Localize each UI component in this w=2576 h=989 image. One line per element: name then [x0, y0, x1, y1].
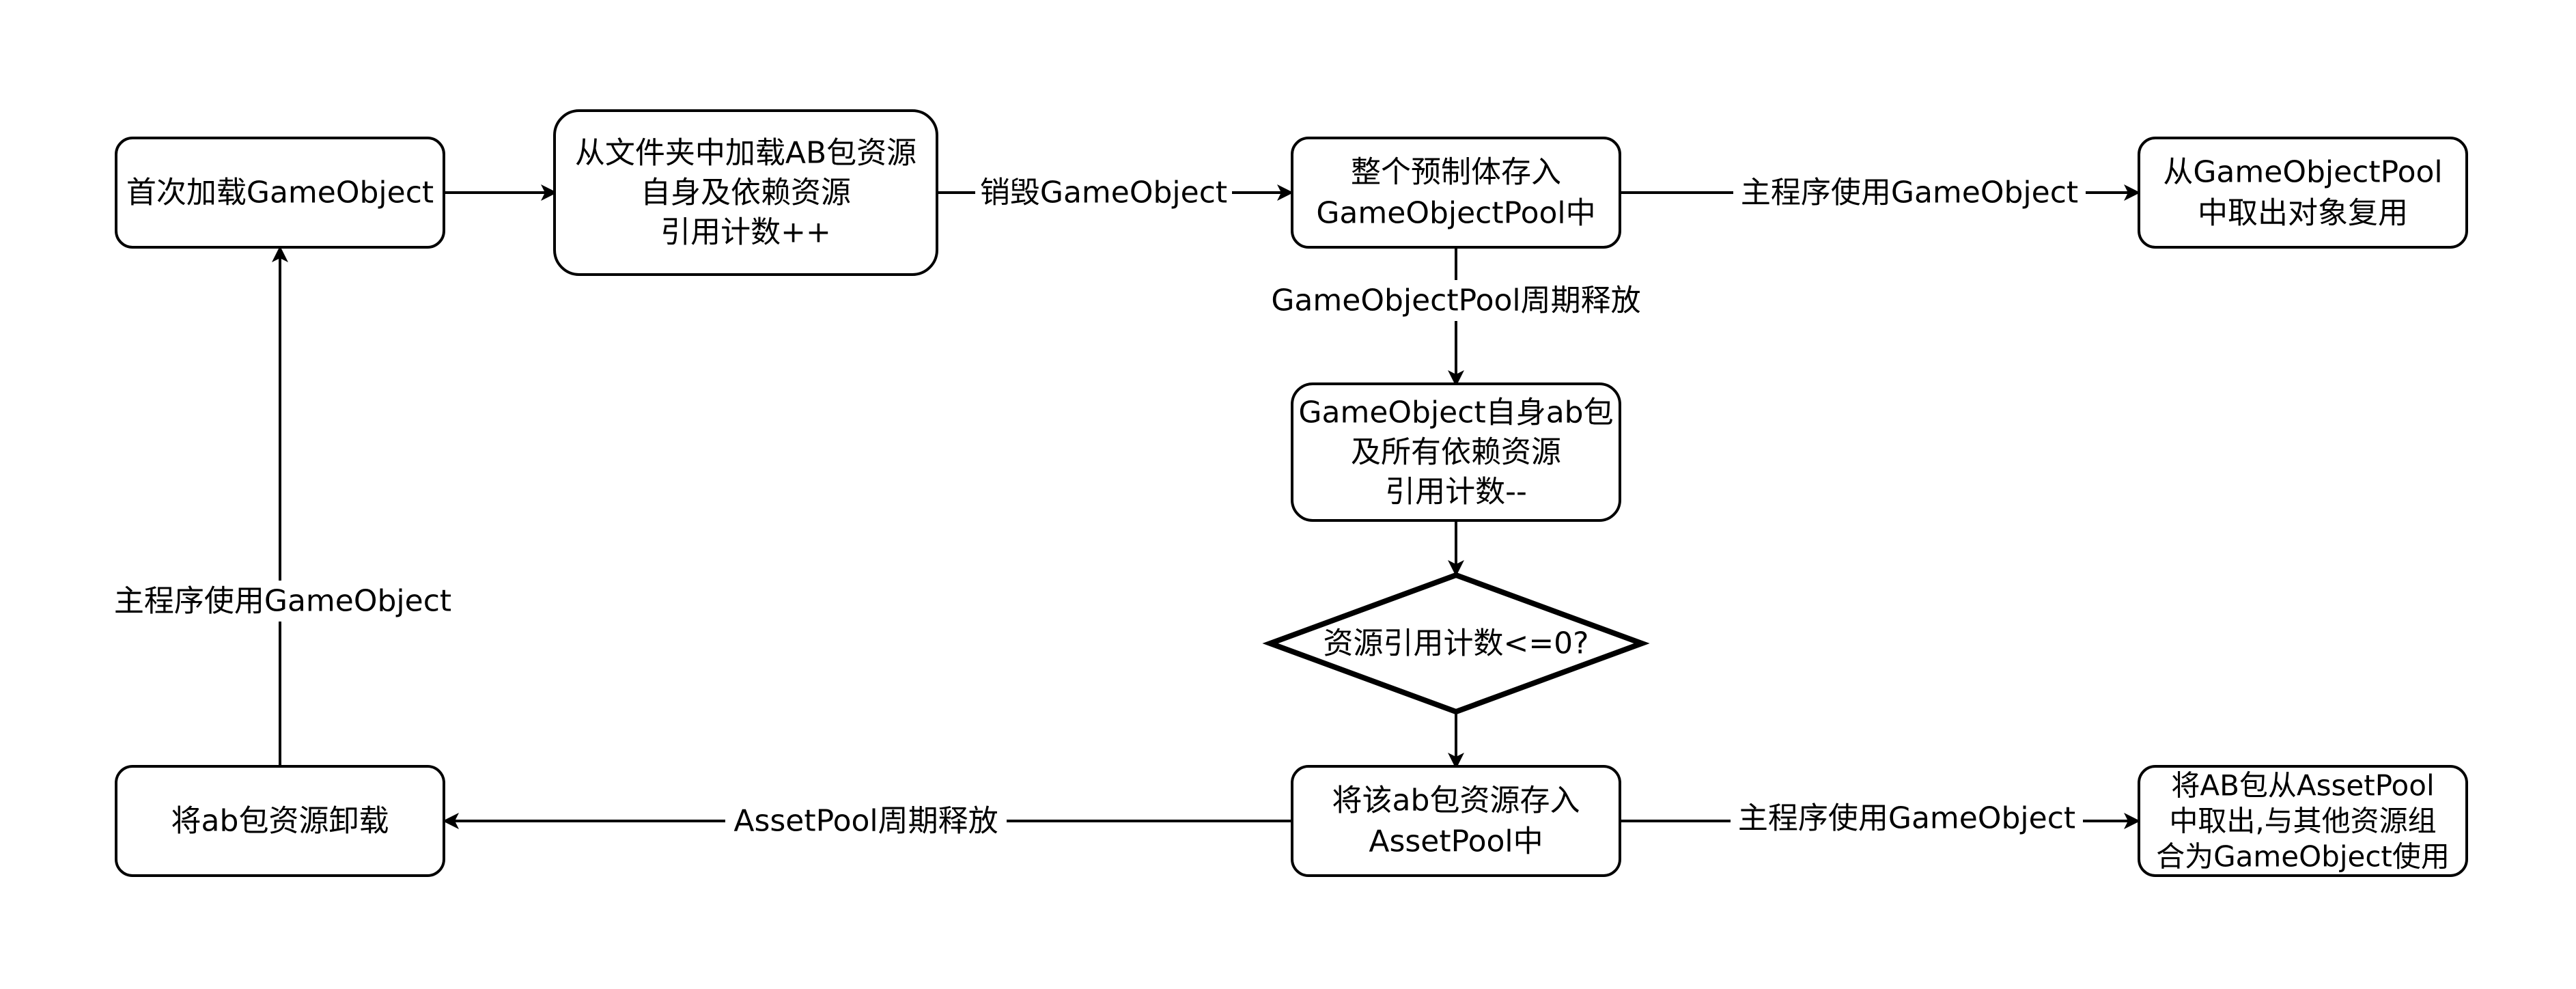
edges	[272, 184, 2140, 829]
node-load-ab: 从文件夹中加载AB包资源自身及依赖资源引用计数++	[553, 109, 938, 276]
node-store-asset-pool: 将该ab包资源存入 AssetPool中	[1291, 765, 1621, 877]
node-text-line: 将ab包资源卸载	[171, 804, 389, 839]
node-text-line: GameObject自身ab包	[1298, 395, 1613, 430]
node-decrement-refs: GameObject自身ab包及所有依赖资源引用计数--	[1291, 382, 1621, 522]
node-store-asset-pool-text: 将该ab包资源存入 AssetPool中	[1332, 783, 1580, 859]
node-text-line: 首次加载GameObject	[126, 176, 434, 210]
node-text-line: 整个预制体存入	[1351, 155, 1561, 190]
node-text-line: 引用计数--	[1385, 475, 1527, 510]
node-first-load-text: 首次加载GameObject	[126, 176, 434, 210]
node-text-line: 将AB包从AssetPool	[2171, 769, 2434, 803]
edge-label-use-left: 主程序使用GameObject	[114, 584, 451, 619]
node-text-line: GameObjectPool中	[1316, 196, 1595, 231]
node-first-load: 首次加载GameObject	[115, 137, 445, 249]
node-load-ab-text: 从文件夹中加载AB包资源自身及依赖资源引用计数++	[575, 136, 916, 250]
node-decrement-refs-text: GameObject自身ab包及所有依赖资源引用计数--	[1298, 395, 1613, 510]
node-unload-ab: 将ab包资源卸载	[115, 765, 445, 877]
node-text-line: 将该ab包资源存入	[1332, 783, 1580, 818]
node-ref-check-text: 资源引用计数<=0?	[1323, 626, 1588, 661]
node-text-line: 引用计数++	[660, 215, 831, 250]
edge-label-go-pool-release: GameObjectPool周期释放	[1271, 283, 1640, 318]
edge-label-asset-pool-release: AssetPool周期释放	[733, 804, 998, 839]
node-store-go-pool-text: 整个预制体存入 GameObjectPool中	[1316, 155, 1595, 231]
node-ref-check: 资源引用计数<=0?	[1262, 572, 1650, 715]
node-text-line: 自身及依赖资源	[641, 176, 851, 210]
node-store-go-pool: 整个预制体存入 GameObjectPool中	[1291, 137, 1621, 249]
node-text-line: 及所有依赖资源	[1351, 435, 1561, 470]
node-text-line: 从GameObjectPool	[2163, 155, 2442, 190]
node-reuse-from-pool-text: 从GameObjectPool 中取出对象复用	[2163, 155, 2442, 231]
edge-label-destroy: 销毁GameObject	[980, 176, 1227, 210]
node-text-line: 从文件夹中加载AB包资源	[575, 136, 916, 171]
edge-label-use-top: 主程序使用GameObject	[1741, 176, 2078, 210]
edge-label-use-bottom: 主程序使用GameObject	[1738, 801, 2075, 836]
node-reuse-from-pool: 从GameObjectPool 中取出对象复用	[2138, 137, 2468, 249]
node-text-line: 合为GameObject使用	[2156, 840, 2450, 874]
node-text-line: 资源引用计数<=0?	[1323, 626, 1588, 661]
node-text-line: 中取出对象复用	[2198, 196, 2408, 231]
edge-labels: 销毁GameObject 主程序使用GameObject GameObjectP…	[107, 172, 2086, 841]
node-text-line: AssetPool中	[1369, 824, 1543, 859]
node-text-line: 中取出,与其他资源组	[2169, 805, 2436, 838]
node-unload-ab-text: 将ab包资源卸载	[171, 804, 389, 839]
